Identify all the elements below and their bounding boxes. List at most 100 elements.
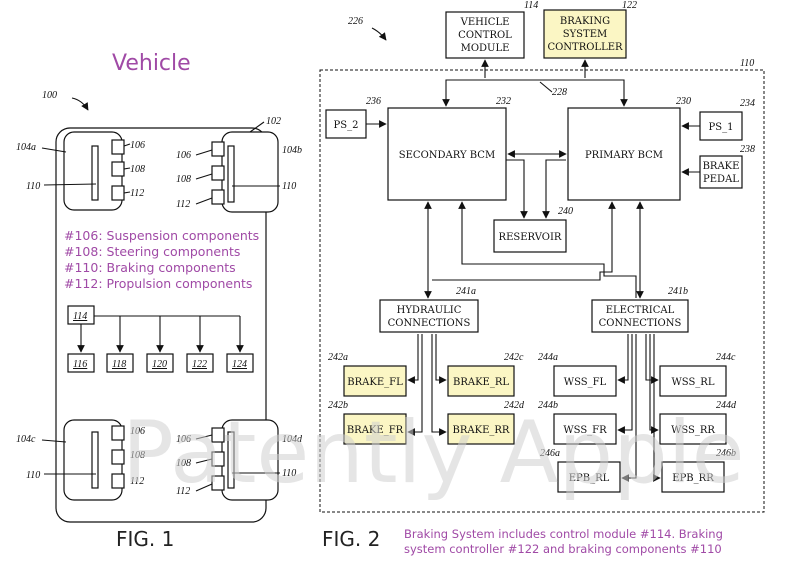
module-114: 114	[73, 311, 87, 322]
bsc-line-3: CONTROLLER	[547, 42, 623, 53]
ref-110-fl-leader	[43, 183, 97, 186]
reservoir-label: RESERVOIR	[499, 232, 562, 243]
hydraulic-lines	[407, 334, 447, 436]
electrical-connections-box	[591, 299, 689, 333]
ref-112-fl: 112	[130, 188, 144, 199]
legend-line-4: #112: Propulsion components	[64, 276, 252, 291]
secondary-to-reservoir	[506, 159, 528, 219]
ref-226: 226	[348, 16, 363, 27]
bus-228	[445, 79, 625, 86]
fig1-label: FIG. 1	[116, 527, 174, 551]
secondary-to-electrical	[458, 201, 637, 298]
system-frame	[319, 69, 765, 513]
ref-110-fr: 110	[282, 181, 296, 192]
ref-230: 230	[676, 96, 691, 107]
ref-106-rr: 106	[176, 434, 191, 445]
primary-to-hydraulic	[432, 201, 616, 281]
ref-242b: 242b	[328, 400, 348, 411]
ref-104c: 104c	[16, 434, 36, 445]
ref-100: 100	[42, 90, 57, 101]
reservoir-box	[493, 219, 567, 253]
vcm-line-2: CONTROL	[458, 30, 512, 41]
brake-fl-box	[343, 365, 407, 397]
ref-104b: 104b	[282, 145, 302, 156]
ref-106-fr: 106	[176, 150, 191, 161]
submodule-124: 124	[232, 359, 247, 370]
secondary-bcm-label: SECONDARY BCM	[399, 150, 495, 161]
ref-244b: 244b	[538, 400, 558, 411]
brake-rr-box	[447, 413, 515, 445]
ref-228-leader	[539, 81, 553, 93]
ref-104a-leader	[41, 147, 67, 153]
bsc-line-1: BRAKING	[560, 16, 610, 27]
ref-100-arrow	[71, 97, 89, 111]
ref-112-rr-leader	[195, 483, 213, 492]
ref-226-arrow	[371, 27, 387, 41]
epb-rl-box	[557, 461, 621, 493]
wss-fl-label: WSS_FL	[564, 377, 607, 388]
elec-line-1: ELECTRICAL	[606, 305, 675, 316]
ps1-box	[699, 111, 743, 141]
hydraulic-connections-box	[379, 299, 479, 333]
elec-line-2: CONNECTIONS	[599, 318, 682, 329]
ref-114-fig2: 114	[524, 0, 538, 11]
ps2-label: PS_2	[334, 120, 359, 131]
ref-241b: 241b	[668, 286, 688, 297]
ref-112-fl-leader	[123, 191, 131, 194]
bsc-line-2: SYSTEM	[563, 29, 608, 40]
submodule-122: 122	[192, 359, 207, 370]
ref-106-fl-leader	[123, 143, 131, 147]
ref-110-frame: 110	[740, 58, 754, 69]
vehicle-title: Vehicle	[112, 51, 191, 76]
vcm-line-3: MODULE	[461, 43, 510, 54]
wheel-rear-right	[211, 419, 279, 501]
ref-108-fr: 108	[176, 174, 191, 185]
ref-234: 234	[740, 98, 755, 109]
vcm-line-1: VEHICLE	[460, 17, 510, 28]
ps2-box	[325, 109, 367, 139]
ref-240: 240	[558, 206, 573, 217]
epb-rl-label: EPB_RL	[569, 473, 610, 484]
legend-line-1: #106: Suspension components	[64, 228, 259, 243]
ref-236: 236	[366, 96, 381, 107]
ref-246b: 246b	[716, 448, 736, 459]
brake-fr-label: BRAKE_FR	[347, 425, 404, 436]
ref-244a: 244a	[538, 352, 558, 363]
ref-122-fig2: 122	[622, 0, 637, 11]
ref-106-rl: 106	[130, 426, 145, 437]
component-legend: #106: Suspension components #108: Steeri…	[64, 228, 259, 291]
legend-line-2: #108: Steering components	[64, 244, 240, 259]
wss-rl-box	[659, 365, 727, 397]
ps1-label: PS_1	[709, 122, 734, 133]
ref-104d: 104d	[282, 434, 303, 445]
ref-246a: 246a	[540, 448, 560, 459]
ref-110-rr: 110	[282, 468, 296, 479]
hyd-line-1: HYDRAULIC	[397, 305, 462, 316]
ref-244d: 244d	[716, 400, 737, 411]
ref-238: 238	[740, 144, 755, 155]
ref-104c-leader	[41, 439, 67, 443]
epb-rr-box	[661, 461, 725, 493]
ref-106-fl: 106	[130, 140, 145, 151]
submodule-116: 116	[73, 359, 87, 370]
brake-rr-label: BRAKE_RR	[453, 425, 510, 436]
module-tree: 114 116 118 120 122 124	[67, 305, 254, 373]
caption-line-1: Braking System includes control module #…	[404, 527, 723, 541]
ref-228: 228	[552, 87, 567, 98]
ref-242d: 242d	[504, 400, 525, 411]
ref-108-fl-leader	[123, 167, 131, 170]
ref-108-rr-leader	[195, 458, 213, 464]
ref-102: 102	[266, 116, 281, 127]
pedal-line-2: PEDAL	[703, 174, 739, 185]
primary-bcm-box	[567, 107, 681, 201]
wss-rr-box	[659, 413, 727, 445]
submodule-120: 120	[152, 359, 167, 370]
wheel-front-left	[63, 131, 125, 211]
submodule-118: 118	[112, 359, 126, 370]
ref-110-rl: 110	[26, 470, 40, 481]
ref-108-rr: 108	[176, 458, 191, 469]
ref-112-rr: 112	[176, 486, 190, 497]
ref-106-fr-leader	[195, 149, 213, 156]
primary-to-reservoir	[542, 159, 566, 219]
